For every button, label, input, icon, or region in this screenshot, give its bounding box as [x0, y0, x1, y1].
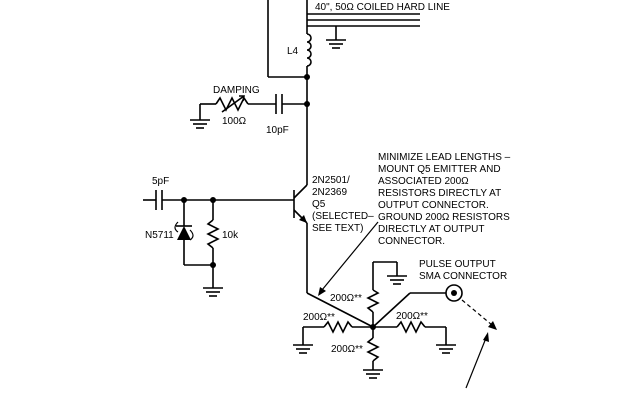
note-line: DIRECTLY AT OUTPUT	[378, 224, 485, 235]
transistor-label-line: 2N2501/	[312, 175, 350, 186]
note-line: MINIMIZE LEAD LENGTHS –	[378, 152, 511, 163]
resistor-top-value: 200Ω**	[330, 293, 362, 304]
input-network	[143, 190, 294, 297]
resistor-left-value: 200Ω**	[303, 312, 335, 323]
note-line: CONNECTOR.	[378, 236, 445, 247]
output-leader-arrow	[465, 332, 489, 389]
note-line: RESISTORS DIRECTLY AT	[378, 188, 501, 199]
inductor-l4	[306, 33, 312, 77]
transistor-label: 2N2501/ 2N2369 Q5 (SELECTED– SEE TEXT)	[312, 175, 374, 234]
damping-network	[190, 94, 307, 129]
junction-dot	[304, 74, 310, 80]
emitter-network	[293, 261, 456, 379]
damping-label: DAMPING	[213, 85, 260, 96]
note-line: ASSOCIATED 200Ω	[378, 176, 469, 187]
transistor-label-line: Q5	[312, 199, 326, 210]
transistor-label-line: SEE TEXT)	[312, 223, 364, 234]
layout-note: MINIMIZE LEAD LENGTHS – MOUNT Q5 EMITTER…	[378, 152, 511, 247]
resistor-right-value: 200Ω**	[396, 311, 428, 322]
note-leader-arrow	[318, 221, 379, 296]
damping-capacitor-value: 10pF	[266, 125, 289, 136]
resistor-bottom-value: 200Ω**	[331, 344, 363, 355]
sma-connector	[445, 284, 497, 330]
note-line: GROUND 200Ω RESISTORS	[378, 212, 510, 223]
transistor-label-line: (SELECTED–	[312, 211, 374, 222]
input-capacitor-value: 5pF	[152, 176, 169, 187]
diode-label: N5711	[145, 230, 174, 241]
coax-label: 40", 50Ω COILED HARD LINE	[315, 2, 450, 13]
transistor-q5	[293, 184, 308, 293]
output-label-line: PULSE OUTPUT	[419, 259, 496, 270]
note-line: OUTPUT CONNECTOR.	[378, 200, 489, 211]
inductor-label: L4	[287, 46, 299, 57]
coax-line	[267, 0, 420, 78]
coax-ground-symbol	[326, 39, 346, 49]
note-line: MOUNT Q5 EMITTER AND	[378, 164, 501, 175]
damping-resistor-value: 100Ω	[222, 116, 247, 127]
transistor-label-line: 2N2369	[312, 187, 347, 198]
bias-resistor-value: 10k	[222, 230, 239, 241]
output-label: PULSE OUTPUT SMA CONNECTOR	[419, 259, 507, 282]
output-label-line: SMA CONNECTOR	[419, 271, 507, 282]
